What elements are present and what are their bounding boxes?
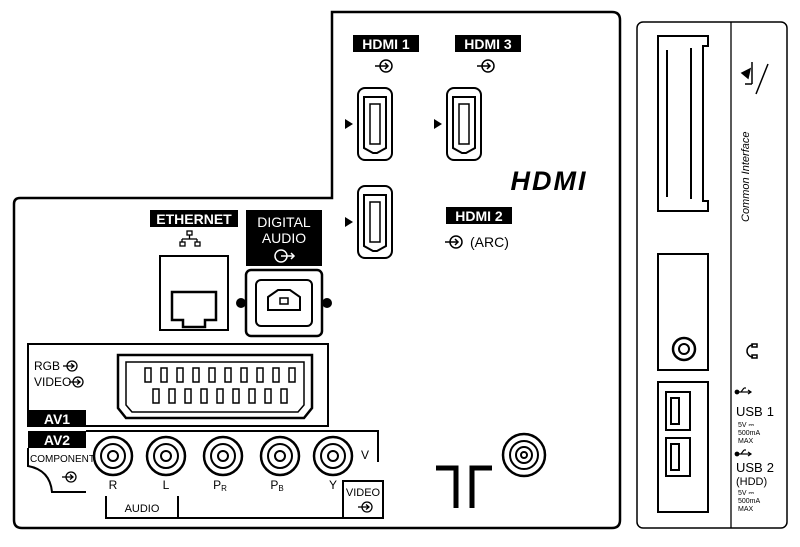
hdmi-3-label: HDMI 3: [464, 36, 512, 52]
video-input-icon: [358, 501, 373, 513]
hdmi-input-icon: [375, 59, 393, 73]
component-input-icon: [62, 471, 77, 483]
rca-jack-y[interactable]: [312, 435, 354, 477]
ethernet-label-badge: ETHERNET: [150, 210, 238, 227]
rca-jack-pb[interactable]: [259, 435, 301, 477]
hdmi-2-arrow-icon: [345, 217, 353, 227]
hdmi-input-icon: [445, 235, 463, 249]
usb-1-label: USB 1: [736, 404, 774, 419]
usb-2-port[interactable]: [665, 437, 691, 477]
digital-audio-port[interactable]: [236, 268, 332, 338]
headphone-icon: [746, 343, 758, 359]
jack-label-pr-main: P: [213, 478, 221, 492]
usb-2-rating: 5V ⎓: [738, 490, 755, 497]
hdmi-input-icon: [477, 59, 495, 73]
scart-pin-row-bottom: [152, 388, 288, 404]
usb-1-number: 1: [767, 404, 774, 419]
usb-2-name: USB: [736, 460, 763, 475]
jack-label-y: Y: [329, 478, 337, 492]
hdmi-1-port[interactable]: [357, 87, 393, 161]
rca-jack-pr[interactable]: [202, 435, 244, 477]
hdmi-1-label: HDMI 1: [362, 36, 410, 52]
component-area-outline: [27, 448, 86, 493]
hdmi-logo: HDMI: [511, 166, 588, 196]
rca-jack-r[interactable]: [92, 435, 134, 477]
scart-port[interactable]: [116, 353, 314, 420]
scart-pin-row-top: [144, 367, 296, 383]
jack-label-l: L: [163, 478, 170, 492]
video-label-box: [342, 480, 384, 519]
antenna-icon: [436, 465, 492, 508]
hdmi-2-label: HDMI 2: [455, 208, 503, 224]
common-interface-label: Common Interface: [740, 132, 752, 222]
av2-area-outline: [86, 430, 379, 462]
usb-2-current: 500mA: [738, 498, 761, 505]
arc-label: (ARC): [470, 234, 509, 250]
jack-label-pr: PR: [213, 478, 227, 493]
rgb-input-icon: [63, 360, 78, 372]
scart-video-label: VIDEO: [34, 375, 71, 389]
hdmi-2-port[interactable]: [357, 185, 393, 259]
jack-label-pr-sub: R: [221, 484, 227, 493]
usb-symbol-icon: [734, 387, 753, 395]
jack-label-pb-main: P: [270, 478, 278, 492]
card-insert-icon: [740, 62, 769, 95]
network-icon: [179, 230, 201, 247]
digital-audio-label-line1: DIGITAL: [257, 214, 311, 230]
hdmi-1-label-badge: HDMI 1: [353, 35, 419, 52]
hdmi-1-arrow-icon: [345, 119, 353, 129]
video-label: VIDEO: [346, 487, 381, 499]
av1-label: AV1: [44, 411, 70, 427]
digital-audio-label-line2: AUDIO: [262, 230, 306, 246]
av2-label: AV2: [44, 432, 70, 448]
common-interface-slot[interactable]: [657, 35, 709, 212]
jack-label-pb: PB: [270, 478, 283, 493]
hdmi-3-port[interactable]: [446, 87, 482, 161]
side-panel-outline: [636, 21, 788, 529]
hdmi-3-label-badge: HDMI 3: [455, 35, 521, 52]
usb-2-max: MAX: [738, 506, 754, 513]
usb-1-current: 500mA: [738, 430, 761, 437]
usb-1-max: MAX: [738, 438, 754, 445]
headphone-port[interactable]: [657, 253, 709, 371]
usb-1-port[interactable]: [657, 381, 709, 513]
usb-1-name: USB: [736, 404, 763, 419]
rear-panel-outline: [12, 10, 622, 530]
jack-label-pb-sub: B: [278, 484, 283, 493]
usb-symbol-icon: [734, 449, 753, 457]
usb-2-label: USB 2: [736, 460, 774, 475]
jack-label-r: R: [109, 478, 118, 492]
rca-jack-l[interactable]: [145, 435, 187, 477]
digital-audio-label-badge: DIGITAL AUDIO: [246, 210, 322, 266]
scart-rgb-label: RGB: [34, 359, 60, 373]
audio-label: AUDIO: [125, 503, 160, 515]
hdmi-2-label-badge: HDMI 2: [446, 207, 512, 224]
component-label: COMPONENT: [30, 454, 95, 465]
ethernet-label: ETHERNET: [156, 211, 232, 227]
scart-area-box: [27, 343, 329, 427]
usb-2-hdd: (HDD): [736, 476, 767, 488]
usb-2-number: 2: [767, 460, 774, 475]
antenna-port[interactable]: [501, 432, 547, 478]
video-input-icon: [69, 376, 84, 388]
usb-1-rating: 5V ⎓: [738, 422, 755, 429]
v-label: V: [361, 448, 369, 462]
audio-output-icon: [274, 249, 296, 263]
hdmi-3-arrow-icon: [434, 119, 442, 129]
ethernet-port[interactable]: [159, 255, 229, 331]
